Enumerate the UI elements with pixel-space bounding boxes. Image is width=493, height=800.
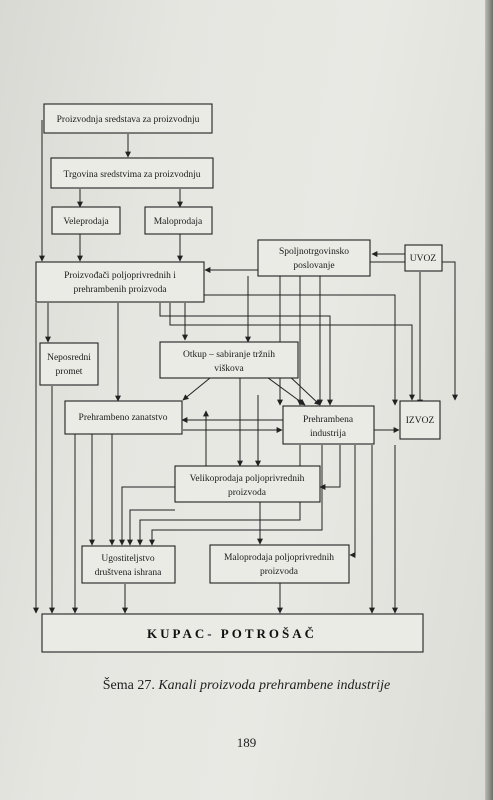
svg-text:promet: promet (56, 367, 83, 377)
svg-text:Trgovina sredstvima za proizvo: Trgovina sredstvima za proizvodnju (64, 170, 201, 180)
box-izvoz: IZVOZ (399, 400, 441, 440)
box-kupac-potrosac: KUPAC- POTROŠAČ (41, 613, 424, 653)
svg-text:Ugostiteljstvo: Ugostiteljstvo (101, 554, 155, 564)
figure-caption: Šema 27. Kanali proizvoda prehrambene in… (0, 678, 493, 694)
box-otkup: Otkup – sabiranje tržnih viškova (159, 341, 299, 379)
caption-title: Kanali proizvoda prehrambene industrije (158, 678, 391, 693)
box-proizvodnja-sredstava: Proizvodnja sredstava za proizvodnju (43, 103, 213, 134)
svg-text:prehrambenih proizvoda: prehrambenih proizvoda (73, 285, 167, 295)
connector-lines (33, 120, 458, 614)
svg-text:Otkup – sabiranje tržnih: Otkup – sabiranje tržnih (183, 350, 275, 360)
box-prehrambeno-zanatstvo: Prehrambeno zanatstvo (64, 400, 183, 435)
svg-text:Spoljnotrgovinsko: Spoljnotrgovinsko (279, 247, 349, 257)
box-proizvodjaci: Proizvođači poljoprivrednih i prehramben… (35, 261, 205, 303)
page-edge-shadow (485, 0, 493, 800)
svg-text:viškova: viškova (214, 364, 244, 374)
box-neposredni-promet: Neposredni promet (39, 342, 99, 386)
box-velikoprodaja: Velikoprodaja poljoprivrednih proizvoda (174, 465, 321, 503)
svg-text:Neposredni: Neposredni (47, 353, 91, 363)
svg-text:društvena ishrana: društvena ishrana (95, 568, 163, 578)
svg-text:KUPAC- POTROŠAČ: KUPAC- POTROŠAČ (147, 626, 317, 641)
svg-text:Velikoprodaja poljoprivrednih: Velikoprodaja poljoprivrednih (190, 474, 305, 484)
svg-text:proizvoda: proizvoda (228, 488, 267, 498)
caption-prefix: Šema 27. (102, 678, 159, 693)
svg-text:Proizvođači poljoprivrednih i: Proizvođači poljoprivrednih i (64, 271, 176, 281)
box-trgovina-sredstvima: Trgovina sredstvima za proizvodnju (50, 157, 214, 189)
svg-text:industrija: industrija (310, 429, 347, 439)
svg-text:UVOZ: UVOZ (410, 254, 437, 264)
svg-text:proizvoda: proizvoda (260, 567, 299, 577)
page-number: 189 (236, 735, 257, 750)
svg-text:IZVOZ: IZVOZ (406, 416, 435, 426)
box-maloprodaja-poljoprivrednih: Maloprodaja poljoprivrednih proizvoda (209, 544, 350, 584)
box-prehrambena-industrija: Prehrambena industrija (282, 405, 375, 445)
svg-text:Veleprodaja: Veleprodaja (63, 217, 109, 227)
svg-text:Proizvodnja sredstava za proiz: Proizvodnja sredstava za proizvodnju (57, 115, 200, 125)
svg-text:Prehrambeno zanatstvo: Prehrambeno zanatstvo (79, 413, 168, 423)
svg-text:Maloprodaja poljoprivrednih: Maloprodaja poljoprivrednih (224, 553, 334, 563)
box-veleprodaja: Veleprodaja (51, 206, 121, 235)
svg-text:poslovanje: poslovanje (293, 261, 334, 271)
box-spoljnotrgovinsko-poslovanje: Spoljnotrgovinsko poslovanje (257, 239, 371, 277)
svg-text:Prehrambena: Prehrambena (303, 415, 354, 425)
box-ugostiteljstvo: Ugostiteljstvo društvena ishrana (81, 545, 176, 584)
box-uvoz: UVOZ (404, 244, 443, 272)
svg-text:Maloprodaja: Maloprodaja (154, 217, 203, 227)
box-maloprodaja: Maloprodaja (144, 206, 213, 235)
